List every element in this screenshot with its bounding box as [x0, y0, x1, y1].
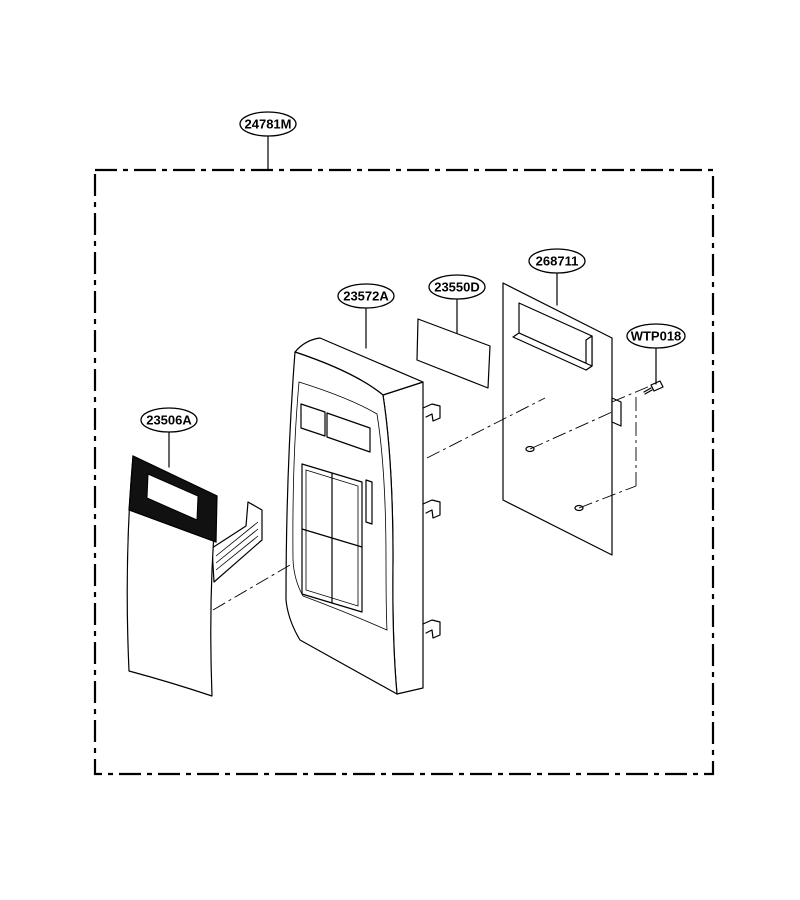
keypad-display-window — [146, 473, 199, 521]
panel-slot — [365, 479, 373, 525]
panel-front-face — [285, 351, 398, 695]
callout-label: 268711 — [536, 254, 579, 269]
callout-268711: 268711 — [528, 248, 586, 274]
callout-23506A: 23506A — [140, 407, 198, 433]
keypad-ribbon-cable — [211, 501, 263, 583]
pcb-standoff-lower — [574, 504, 584, 512]
pcb-drawing — [502, 282, 622, 556]
panel-keypad-grid — [301, 463, 363, 613]
panel-display-opening-left — [300, 403, 326, 437]
screw-drawing — [643, 380, 664, 395]
callout-label: 24781M — [245, 117, 292, 132]
callout-24781M: 24781M — [239, 111, 297, 137]
panel-display-opening-right — [326, 412, 371, 453]
callout-23572A: 23572A — [337, 283, 395, 309]
panel-clip-bottom — [422, 619, 441, 639]
membrane-keypad-drawing — [126, 455, 263, 697]
assembly-centerlines — [212, 385, 651, 611]
pcb-connector — [611, 397, 622, 427]
callout-label: WTP018 — [631, 329, 682, 344]
callout-label: 23550D — [434, 280, 480, 295]
display-window-drawing — [416, 318, 491, 389]
panel-clip-middle — [422, 499, 441, 519]
callout-label: 23506A — [146, 413, 192, 428]
callout-label: 23572A — [343, 289, 389, 304]
pcb-standoff-upper — [525, 445, 535, 453]
control-panel-frame-drawing — [285, 337, 441, 695]
panel-clip-top — [422, 403, 441, 422]
callout-23550D: 23550D — [428, 274, 486, 300]
callout-WTP018: WTP018 — [626, 323, 686, 349]
assembly-boundary-frame — [93, 168, 715, 776]
